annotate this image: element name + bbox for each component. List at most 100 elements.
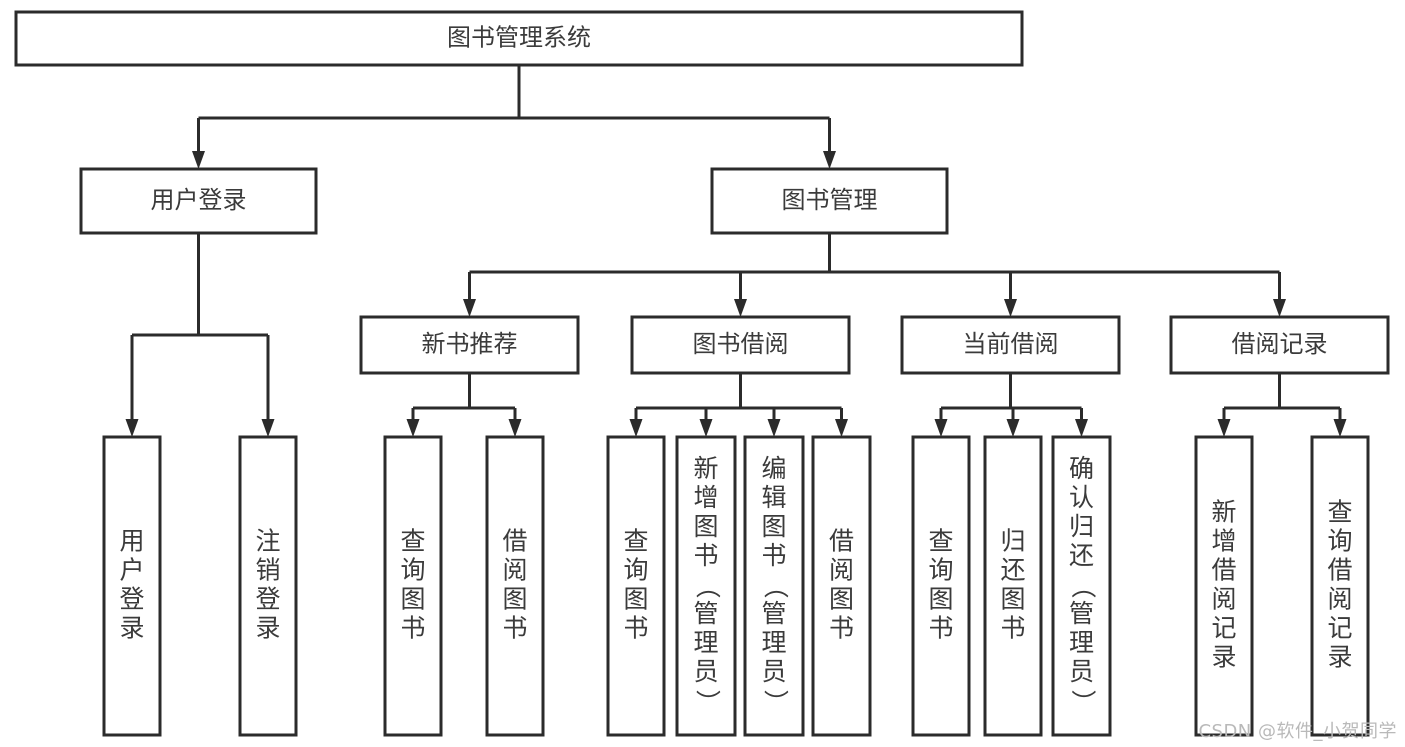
node-box[interactable] bbox=[79, 167, 318, 235]
node-label-char: 图 bbox=[1000, 585, 1025, 614]
node-label-char: 询 bbox=[623, 556, 648, 585]
node-label-char: 借 bbox=[1327, 556, 1352, 585]
node-label-char: 理 bbox=[693, 628, 718, 657]
node-label: 用户登录 bbox=[151, 186, 247, 214]
node-label-char: 录 bbox=[1211, 643, 1236, 672]
node-box[interactable] bbox=[900, 315, 1121, 375]
node-label-char: 员 bbox=[1069, 657, 1094, 686]
node-label-char: 书 bbox=[623, 614, 648, 643]
node-label-char: 书 bbox=[400, 614, 425, 643]
node-label-char: 借 bbox=[829, 527, 854, 556]
node-box[interactable] bbox=[1169, 315, 1390, 375]
node-box[interactable] bbox=[811, 435, 872, 737]
node-label-char: 阅 bbox=[1327, 585, 1352, 614]
node-box[interactable] bbox=[743, 435, 805, 737]
node-label-char: 登 bbox=[255, 585, 280, 614]
node-label-char: 记 bbox=[1211, 614, 1236, 643]
node-label-char: （ bbox=[693, 573, 722, 598]
node-label-char: 登 bbox=[119, 585, 144, 614]
node-l3-borrow[interactable]: 图书借阅 bbox=[630, 315, 851, 375]
node-box[interactable] bbox=[710, 167, 949, 235]
node-label-char: 书 bbox=[693, 541, 718, 570]
node-label-char: ） bbox=[693, 689, 722, 714]
node-label-char: 查 bbox=[1327, 498, 1352, 527]
node-l3-newbook[interactable]: 新书推荐 bbox=[359, 315, 580, 375]
node-box[interactable] bbox=[1051, 435, 1112, 737]
node-label-char: 查 bbox=[928, 527, 953, 556]
connector-l2_user bbox=[125, 233, 275, 437]
node-box[interactable] bbox=[1194, 435, 1254, 737]
node-label-char: 查 bbox=[400, 527, 425, 556]
node-label-char: 员 bbox=[761, 657, 786, 686]
node-l3-current[interactable]: 当前借阅 bbox=[900, 315, 1121, 375]
connector-layer bbox=[125, 65, 1347, 437]
node-layer: 图书管理系统用户登录图书管理新书推荐图书借阅当前借阅借阅记录用户登录注销登录查询… bbox=[14, 10, 1390, 737]
node-label-char: 借 bbox=[1211, 556, 1236, 585]
connector-l3_current bbox=[934, 373, 1088, 437]
node-label-char: ） bbox=[761, 689, 790, 714]
node-box[interactable] bbox=[485, 435, 545, 737]
node-label-char: 户 bbox=[119, 556, 144, 585]
node-label-char: （ bbox=[1069, 573, 1098, 598]
node-label-char: 员 bbox=[693, 657, 718, 686]
node-label-char: 销 bbox=[255, 556, 280, 585]
node-box[interactable] bbox=[630, 315, 851, 375]
node-label-char: 认 bbox=[1069, 483, 1094, 512]
node-box[interactable] bbox=[675, 435, 737, 737]
node-label-char: 还 bbox=[1069, 541, 1094, 570]
node-box[interactable] bbox=[1310, 435, 1370, 737]
node-box[interactable] bbox=[238, 435, 298, 737]
node-label-char: 管 bbox=[761, 599, 786, 628]
node-box[interactable] bbox=[383, 435, 443, 737]
node-label-char: 理 bbox=[761, 628, 786, 657]
node-label-char: 书 bbox=[1000, 614, 1025, 643]
node-box[interactable] bbox=[983, 435, 1043, 737]
node-box[interactable] bbox=[14, 10, 1024, 67]
node-label-char: 图 bbox=[928, 585, 953, 614]
connector-l3_borrow bbox=[629, 373, 848, 437]
node-l2-user[interactable]: 用户登录 bbox=[79, 167, 318, 235]
node-label-char: 图 bbox=[400, 585, 425, 614]
node-label-char: 增 bbox=[1211, 527, 1236, 556]
node-label-char: ） bbox=[1069, 689, 1098, 714]
node-label-char: 还 bbox=[1000, 556, 1025, 585]
node-root[interactable]: 图书管理系统 bbox=[14, 10, 1024, 67]
node-leaf-user-login[interactable]: 用户登录 bbox=[102, 435, 162, 737]
node-box[interactable] bbox=[606, 435, 666, 737]
node-label: 图书管理 bbox=[782, 186, 878, 214]
node-box[interactable] bbox=[102, 435, 162, 737]
node-label-char: 录 bbox=[255, 614, 280, 643]
node-label-char: 书 bbox=[761, 541, 786, 570]
node-label-char: 新 bbox=[693, 454, 718, 483]
node-box[interactable] bbox=[911, 435, 971, 737]
node-label-char: 注 bbox=[255, 527, 280, 556]
node-box[interactable] bbox=[359, 315, 580, 375]
node-label-char: 录 bbox=[119, 614, 144, 643]
node-label-char: 记 bbox=[1327, 614, 1352, 643]
node-label-char: 录 bbox=[1327, 643, 1352, 672]
node-label-char: 图 bbox=[623, 585, 648, 614]
node-label-char: 查 bbox=[623, 527, 648, 556]
node-l3-record[interactable]: 借阅记录 bbox=[1169, 315, 1390, 375]
node-label-char: 新 bbox=[1211, 498, 1236, 527]
node-label-char: 阅 bbox=[1211, 585, 1236, 614]
node-label-char: 归 bbox=[1000, 527, 1025, 556]
node-l2-book[interactable]: 图书管理 bbox=[710, 167, 949, 235]
node-label-char: 辑 bbox=[761, 483, 786, 512]
connector-l3_newbook bbox=[406, 373, 522, 437]
node-label-char: 书 bbox=[829, 614, 854, 643]
node-label-char: 询 bbox=[928, 556, 953, 585]
